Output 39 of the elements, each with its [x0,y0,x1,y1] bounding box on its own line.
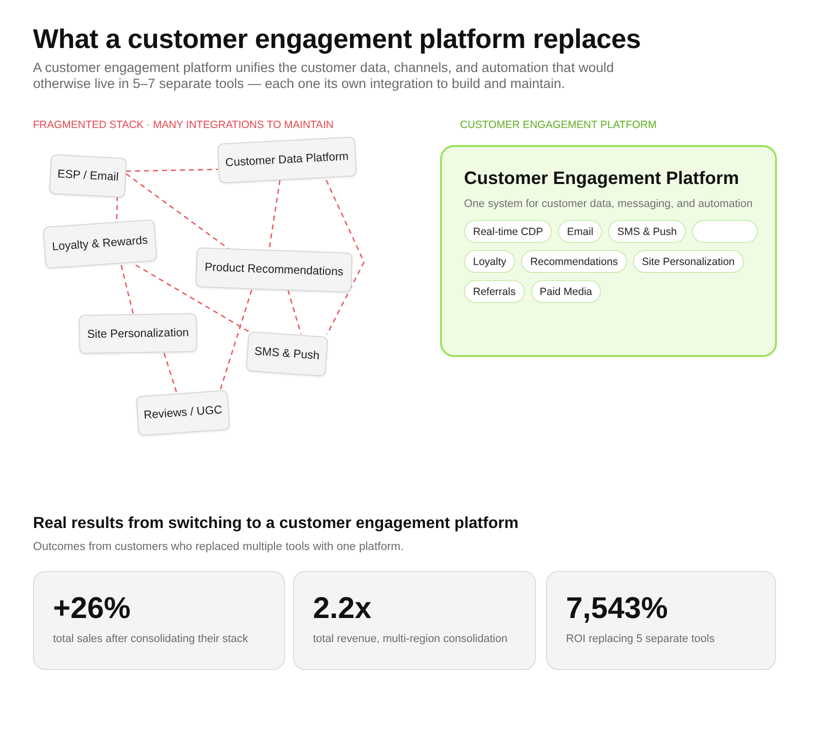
panel-description: One system for customer data, messaging, and automation [464,197,753,211]
feature-chip: Email [558,220,602,243]
stat-card [33,571,285,670]
section-heading: Real results from switching to a customer engagement platform [33,514,518,534]
panel-heading: Customer Engagement Platform [464,167,740,189]
connector-line [287,290,302,334]
tool-card: SMS & Push [246,331,328,377]
intro-paragraph: A customer engagement platform unifies the customer data, channels, and automation that would otherwise live in 5–7 separate tools — each one its own integration to build and maintain. [33,60,615,92]
connector-line [126,168,218,172]
tool-card: Customer Data Platform [217,136,357,184]
stat-description: ROI replacing 5 separate tools [566,632,715,646]
stat-value: +26% [53,592,131,626]
stat-description: total revenue, multi-region consolidation [313,632,508,646]
page-title: What a customer engagement platform replaces [33,23,641,56]
stat-description: total sales after consolidating their stack [53,632,248,646]
feature-chip [692,220,758,243]
tool-card: Loyalty & Rewards [42,219,158,269]
tool-card: Reviews / UGC [136,390,230,436]
feature-chip: Recommendations [521,250,627,273]
feature-chip: Referrals [464,280,525,303]
connector-line [120,264,134,314]
feature-chip: Loyalty [464,250,516,273]
platform-panel [440,145,777,357]
feature-chip: Paid Media [530,280,602,303]
feature-chip: Site Personalization [632,250,744,273]
connector-line [326,180,365,335]
connector-line [163,352,178,394]
stat-value: 2.2x [313,592,372,626]
tool-card: Product Recommendations [195,247,353,293]
feature-chip: Real-time CDP [464,220,552,243]
section-label: CUSTOMER ENGAGEMENT PLATFORM [460,119,657,132]
tool-card: Site Personalization [78,312,198,354]
section-label: FRAGMENTED STACK · MANY INTEGRATIONS TO MAINTAIN [33,119,334,132]
stat-card [546,571,776,670]
stat-card [293,571,536,670]
section-subtitle: Outcomes from customers who replaced multiple tools with one platform. [33,540,404,554]
tool-card: ESP / Email [49,154,127,198]
feature-chip: SMS & Push [608,220,686,243]
stat-value: 7,543% [566,592,668,626]
